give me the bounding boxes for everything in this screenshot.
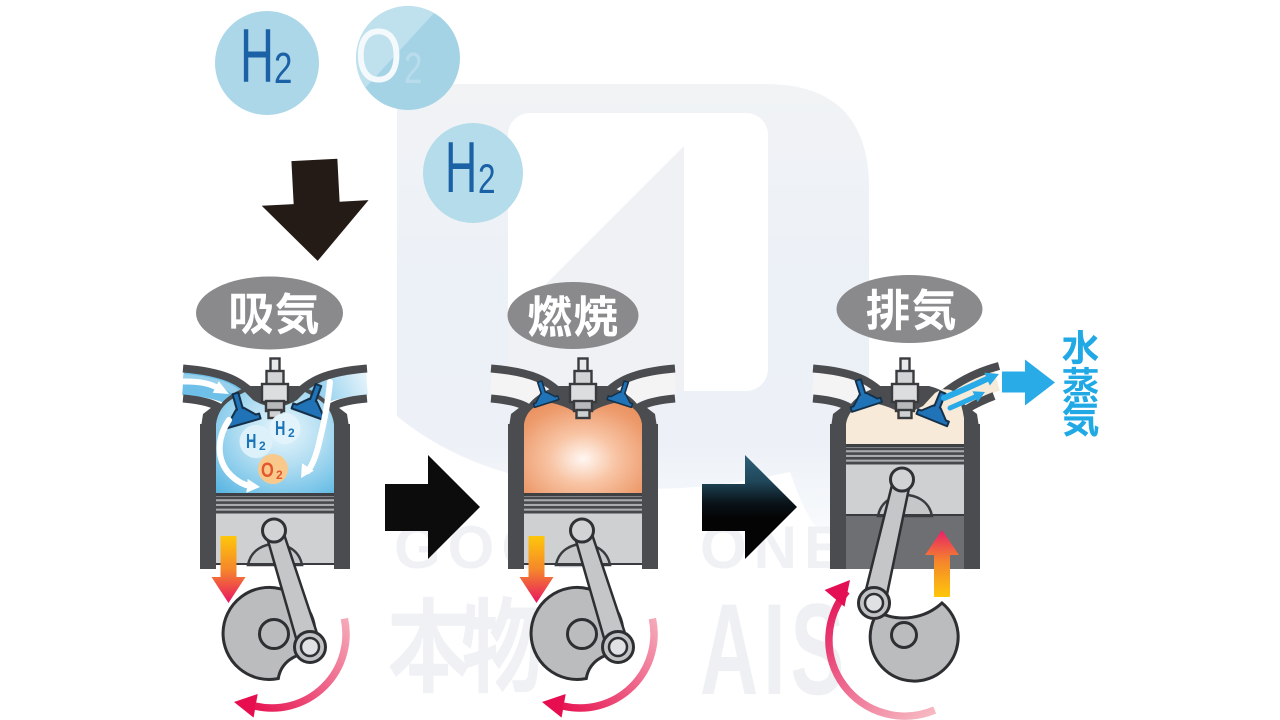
svg-text:2: 2 xyxy=(404,45,422,94)
svg-text:H: H xyxy=(246,430,256,453)
svg-text:H: H xyxy=(445,127,477,208)
svg-text:O: O xyxy=(261,458,274,481)
svg-text:2: 2 xyxy=(259,439,266,453)
svg-text:2: 2 xyxy=(276,468,283,482)
svg-text:2: 2 xyxy=(478,155,496,203)
svg-text:2: 2 xyxy=(288,426,295,440)
svg-text:O: O xyxy=(355,14,402,99)
svg-text:H: H xyxy=(240,15,274,99)
svg-text:2: 2 xyxy=(274,45,292,94)
svg-text:H: H xyxy=(275,417,285,440)
svg-text:AIS: AIS xyxy=(700,576,849,720)
